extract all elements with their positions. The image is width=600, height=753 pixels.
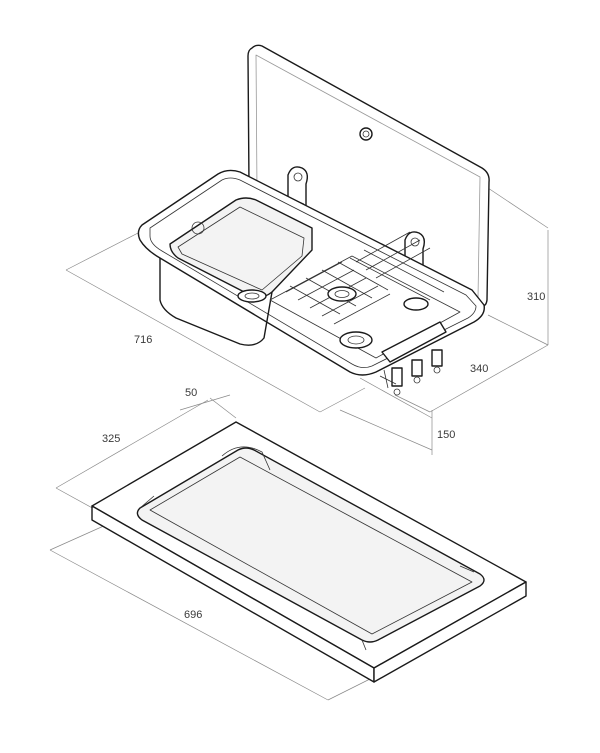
label-696: 696 (184, 609, 202, 621)
dim-line-696 (49, 549, 329, 701)
dim-ext-716-left (65, 231, 141, 271)
dim-ext-50 (209, 397, 237, 419)
label-50: 50 (185, 387, 197, 399)
label-340: 340 (470, 363, 488, 375)
burner-large-icon (327, 286, 357, 302)
label-310: 310 (527, 291, 545, 303)
burner-rear-icon (403, 297, 429, 311)
lid-hole-icon (359, 127, 373, 141)
dim-ext-325-left (55, 487, 97, 511)
sink-basin (159, 197, 313, 346)
cutout-frame (91, 421, 527, 683)
valve-1-icon (391, 367, 403, 387)
dim-ext-310-top (487, 187, 549, 229)
dim-ext-340-front (394, 394, 431, 413)
dim-line-340 (429, 344, 549, 413)
dim-line-50 (179, 394, 231, 411)
valve-2-icon (411, 359, 423, 377)
dim-ext-310-bottom (487, 314, 549, 346)
dim-ext-696-right (327, 677, 373, 701)
label-325: 325 (102, 433, 120, 445)
dim-ext-150-top (359, 377, 433, 419)
tap-hole-icon (191, 221, 205, 235)
valve-3-icon (431, 349, 443, 367)
drain-icon (237, 289, 267, 303)
cutout-opening (136, 447, 485, 643)
label-716: 716 (134, 334, 152, 346)
dim-ext-716-right (319, 387, 366, 413)
gas-hob (269, 231, 461, 359)
dim-line-325 (55, 399, 209, 489)
label-150: 150 (437, 429, 455, 441)
dimension-lines-sink (65, 187, 549, 455)
sink-hob-unit (137, 169, 485, 396)
dim-line-716 (65, 269, 321, 413)
dimension-labels: 716 310 340 150 50 325 696 (102, 291, 545, 621)
gas-connectors (379, 321, 447, 396)
burner-front-icon (339, 331, 373, 349)
dim-ext-150-bottom (339, 409, 433, 451)
